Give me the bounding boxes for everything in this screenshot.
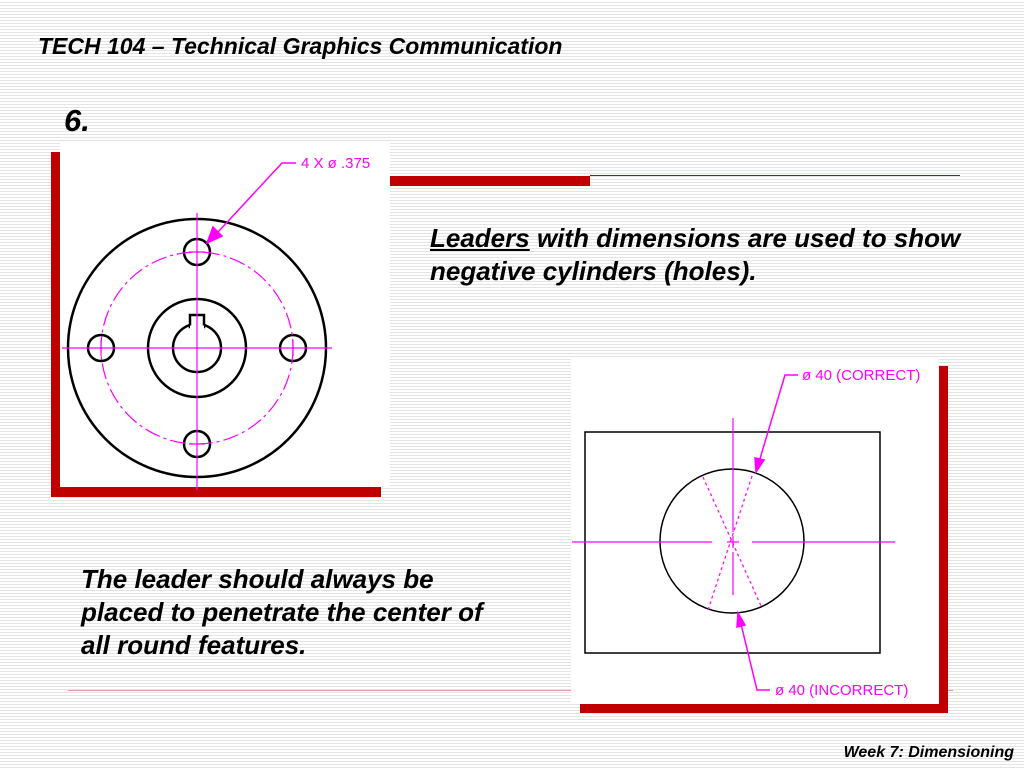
figure2-frame-bottom	[580, 704, 948, 713]
correct-label: ø 40 (CORRECT)	[802, 367, 920, 384]
extension-dotted-b	[707, 475, 753, 611]
leader-arrowhead	[205, 225, 224, 245]
leader-rule-paragraph: The leader should always be placed to pe…	[81, 564, 483, 660]
figure2-frame-right	[939, 366, 948, 713]
accent-line-top	[590, 175, 960, 176]
accent-bar-top	[385, 176, 590, 186]
correct-leader-line	[758, 374, 798, 463]
correct-arrowhead	[754, 457, 766, 475]
slide-number: 6.	[64, 103, 90, 138]
incorrect-arrowhead	[736, 610, 747, 628]
figure1-panel	[60, 143, 390, 487]
leaders-emphasis: Leaders	[430, 223, 530, 253]
incorrect-leader-line	[740, 623, 770, 691]
figure2-panel	[571, 357, 939, 704]
divider-line-bottom	[68, 690, 953, 691]
figure1-frame-bottom	[51, 487, 381, 497]
figure1-frame-left	[51, 152, 60, 497]
leaders-paragraph: Leaders with dimensions are used to show…	[430, 222, 970, 288]
slide-title: TECH 104 – Technical Graphics Communicat…	[38, 33, 563, 59]
callout-hole-count: 4 X ø .375	[301, 155, 370, 172]
leaders-text: with dimensions are used to show negativ…	[430, 223, 961, 286]
leader-line	[217, 162, 296, 233]
footer-week: Week 7: Dimensioning	[843, 744, 1014, 761]
hole-circle	[659, 468, 805, 614]
incorrect-label: ø 40 (INCORRECT)	[775, 682, 908, 699]
